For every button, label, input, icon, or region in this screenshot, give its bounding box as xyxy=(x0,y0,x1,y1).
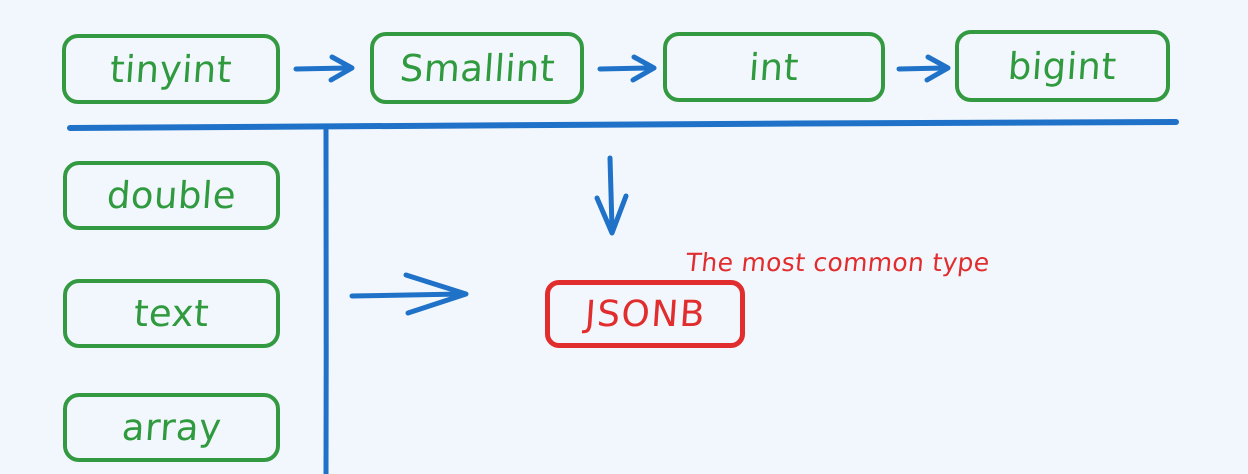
node-label: double xyxy=(105,174,238,217)
node-tinyint[interactable]: tinyint xyxy=(62,34,280,104)
node-label: bigint xyxy=(1006,44,1119,88)
node-jsonb[interactable]: JSONB xyxy=(545,280,745,348)
node-label: array xyxy=(120,406,223,449)
node-label: text xyxy=(132,292,211,335)
annotation-most-common-type: The most common type xyxy=(684,248,992,277)
vertical-divider-line xyxy=(323,127,329,474)
node-int[interactable]: int xyxy=(663,32,885,102)
node-bigint[interactable]: bigint xyxy=(955,30,1170,102)
arrow-right-icon-3 xyxy=(896,54,951,83)
arrow-right-long-icon xyxy=(349,272,469,316)
node-label: Smallint xyxy=(397,46,557,90)
node-smallint[interactable]: Smallint xyxy=(370,32,584,104)
node-text[interactable]: text xyxy=(63,279,280,348)
arrow-right-icon-2 xyxy=(597,54,657,83)
arrow-right-icon-1 xyxy=(293,54,355,83)
node-label: tinyint xyxy=(108,47,234,91)
node-array[interactable]: array xyxy=(63,393,280,462)
node-label: int xyxy=(747,45,801,89)
node-label: JSONB xyxy=(583,293,707,335)
node-double[interactable]: double xyxy=(63,161,280,230)
horizontal-divider-line xyxy=(67,119,1179,131)
arrow-down-icon xyxy=(594,155,629,236)
